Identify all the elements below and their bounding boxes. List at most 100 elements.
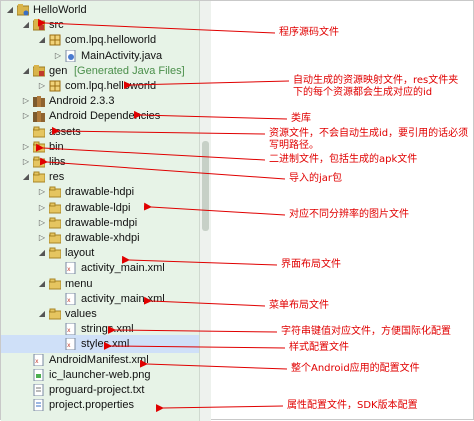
collapsed-arrow-icon[interactable]: ▷	[22, 157, 30, 166]
expanded-arrow-icon[interactable]: ◢	[6, 5, 14, 14]
tree-item[interactable]: ▷ Android Dependencies	[1, 107, 199, 125]
package-explorer-tree[interactable]: ◢HelloWorld◢src◢com.lpq.helloworld▷MainA…	[1, 1, 211, 421]
tree-item-label: drawable-xhdpi	[65, 232, 140, 244]
tree-item[interactable]: ▷ drawable-mdpi	[1, 214, 199, 232]
collapsed-arrow-icon[interactable]: ▷	[38, 81, 46, 90]
expanded-arrow-icon[interactable]: ◢	[22, 172, 30, 182]
annotation-arrow	[35, 143, 266, 161]
tree-item-label: res	[49, 171, 65, 184]
annotation-note: 自动生成的资源映射文件，res文件夹下的每个资源都会生成对应的id	[293, 75, 459, 98]
tree-item-label: MainActivity.java	[81, 49, 163, 62]
annotation-arrow	[143, 296, 266, 307]
annotation-note: 整个Android应用的配置文件	[291, 363, 420, 374]
package-icon	[49, 80, 61, 92]
tree-item[interactable]: ◢ layout	[1, 244, 199, 262]
annotation-arrow	[121, 255, 278, 266]
tree-item[interactable]: ▷drawable-ldpi	[1, 199, 199, 217]
annotation-note: 导入的jar包	[289, 173, 343, 184]
tree-item-label: project.properties	[49, 399, 134, 412]
expanded-arrow-icon[interactable]: ◢	[22, 20, 30, 30]
annotation-arrow	[37, 18, 276, 34]
tree-item[interactable]: project.properties	[1, 396, 199, 414]
tree-item[interactable]: ◢ values	[1, 305, 199, 323]
tree-item-label: libs	[49, 156, 66, 168]
tree-item[interactable]: proguard-project.txt	[1, 381, 199, 399]
collapsed-arrow-icon[interactable]: ▷	[38, 233, 46, 242]
annotation-arrow	[39, 157, 286, 180]
tree-item-label: com.lpq.helloworld	[65, 80, 157, 92]
tree-item-label: activity_main.xml	[81, 292, 165, 305]
tree-item-label: com.lpq.helloworld	[65, 34, 157, 47]
tree-item-label: Android Dependencies	[49, 110, 161, 123]
annotation-note: 资源文件，不会自动生成id，要引用的话必须写明路径。	[269, 128, 469, 151]
collapsed-arrow-icon[interactable]: ▷	[22, 111, 30, 121]
tree-item[interactable]: ▷Android 2.3.3	[1, 92, 199, 110]
annotation-note: 程序源码文件	[279, 27, 339, 38]
folder-icon	[33, 156, 45, 168]
tree-item-label: proguard-project.txt	[49, 384, 145, 396]
tree-item-label: strings.xml	[81, 323, 134, 336]
expanded-arrow-icon[interactable]: ◢	[22, 65, 30, 75]
generated-files-tag: [Generated Java Files]	[74, 64, 185, 77]
annotation-arrow	[139, 359, 288, 370]
package-icon	[49, 34, 61, 46]
tree-item-label: layout	[65, 247, 95, 260]
tree-item[interactable]: x activity_main.xml	[1, 290, 199, 308]
tree-item-label: bin	[49, 140, 64, 153]
annotation-note: 类库	[291, 113, 311, 124]
expanded-arrow-icon[interactable]: ◢	[38, 278, 46, 288]
scrollbar-thumb[interactable]	[202, 141, 209, 231]
collapsed-arrow-icon[interactable]: ▷	[38, 217, 46, 227]
tree-item[interactable]: ▷ MainActivity.java	[1, 47, 199, 65]
tree-item-label: drawable-mdpi	[65, 216, 138, 229]
collapsed-arrow-icon[interactable]: ▷	[38, 187, 46, 197]
xml-file-icon: x	[33, 353, 44, 366]
tree-item[interactable]: ◢ com.lpq.helloworld	[1, 31, 199, 49]
collapsed-arrow-icon[interactable]: ▷	[54, 50, 62, 60]
tree-item[interactable]: x strings.xml	[1, 320, 199, 338]
folder-icon	[33, 171, 45, 183]
annotation-arrow	[155, 404, 284, 413]
expanded-arrow-icon[interactable]: ◢	[38, 35, 46, 45]
expanded-arrow-icon[interactable]: ◢	[38, 309, 46, 318]
annotation-note: 样式配置文件	[289, 342, 349, 353]
collapsed-arrow-icon[interactable]: ▷	[38, 202, 46, 212]
xml-file-icon: x	[65, 323, 76, 336]
expanded-arrow-icon[interactable]: ◢	[38, 248, 46, 258]
tree-item[interactable]: ▷ com.lpq.helloworld	[1, 77, 199, 95]
tree-item-label: src	[49, 19, 64, 32]
svg-text:x: x	[67, 297, 71, 304]
annotation-note: 属性配置文件，SDK版本配置	[287, 400, 418, 411]
tree-item-label: HelloWorld	[33, 4, 87, 16]
tree-item[interactable]: ▷ libs	[1, 153, 199, 171]
tree-scrollbar[interactable]	[199, 1, 211, 421]
tree-item-label: ic_launcher-web.png	[49, 368, 151, 381]
svg-text:x: x	[67, 342, 71, 349]
annotation-arrow	[133, 110, 288, 120]
source-folder-icon	[33, 64, 45, 77]
properties-file-icon	[33, 399, 44, 412]
tree-item[interactable]: ◢gen[Generated Java Files]	[1, 62, 199, 80]
tree-item[interactable]: ▷ drawable-xhdpi	[1, 229, 199, 247]
xml-file-icon: x	[65, 262, 76, 275]
tree-item[interactable]: ◢menu	[1, 275, 199, 293]
tree-item[interactable]: ic_launcher-web.png	[1, 366, 199, 384]
collapsed-arrow-icon[interactable]: ▷	[22, 141, 30, 151]
folder-icon	[49, 308, 61, 320]
annotation-arrow	[107, 325, 278, 334]
collapsed-arrow-icon[interactable]: ▷	[22, 96, 30, 106]
svg-text:x: x	[35, 358, 39, 365]
folder-icon	[49, 217, 61, 229]
tree-item[interactable]: ◢ HelloWorld	[1, 1, 199, 19]
folder-icon	[33, 126, 45, 138]
tree-item[interactable]: ▷drawable-hdpi	[1, 183, 199, 201]
folder-icon	[49, 247, 61, 259]
xml-file-icon: x	[65, 338, 76, 351]
folder-icon	[49, 202, 61, 214]
tree-item[interactable]: ◢ res	[1, 168, 199, 186]
tree-item-label: values	[65, 308, 97, 320]
